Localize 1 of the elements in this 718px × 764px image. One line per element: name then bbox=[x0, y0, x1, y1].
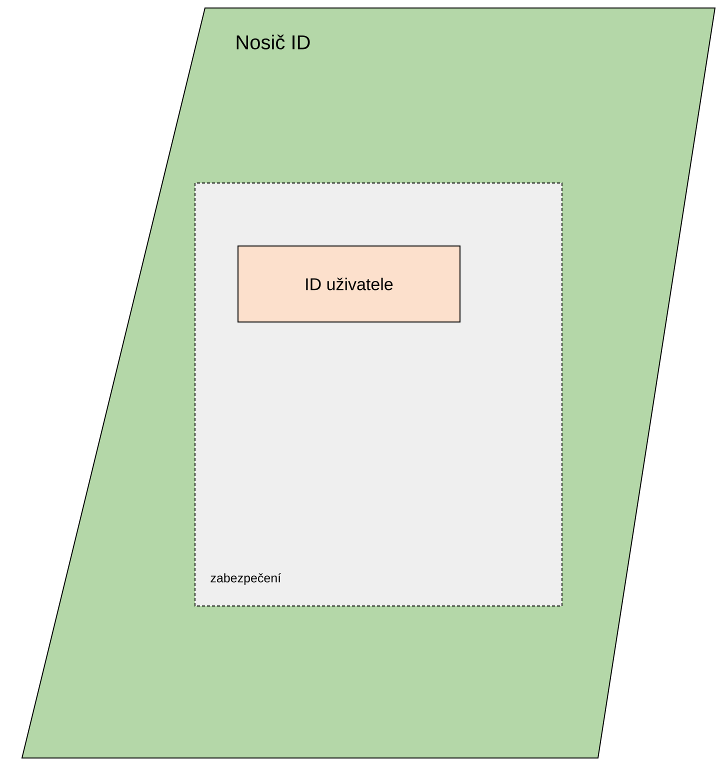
user-id-box: ID uživatele bbox=[238, 246, 460, 322]
